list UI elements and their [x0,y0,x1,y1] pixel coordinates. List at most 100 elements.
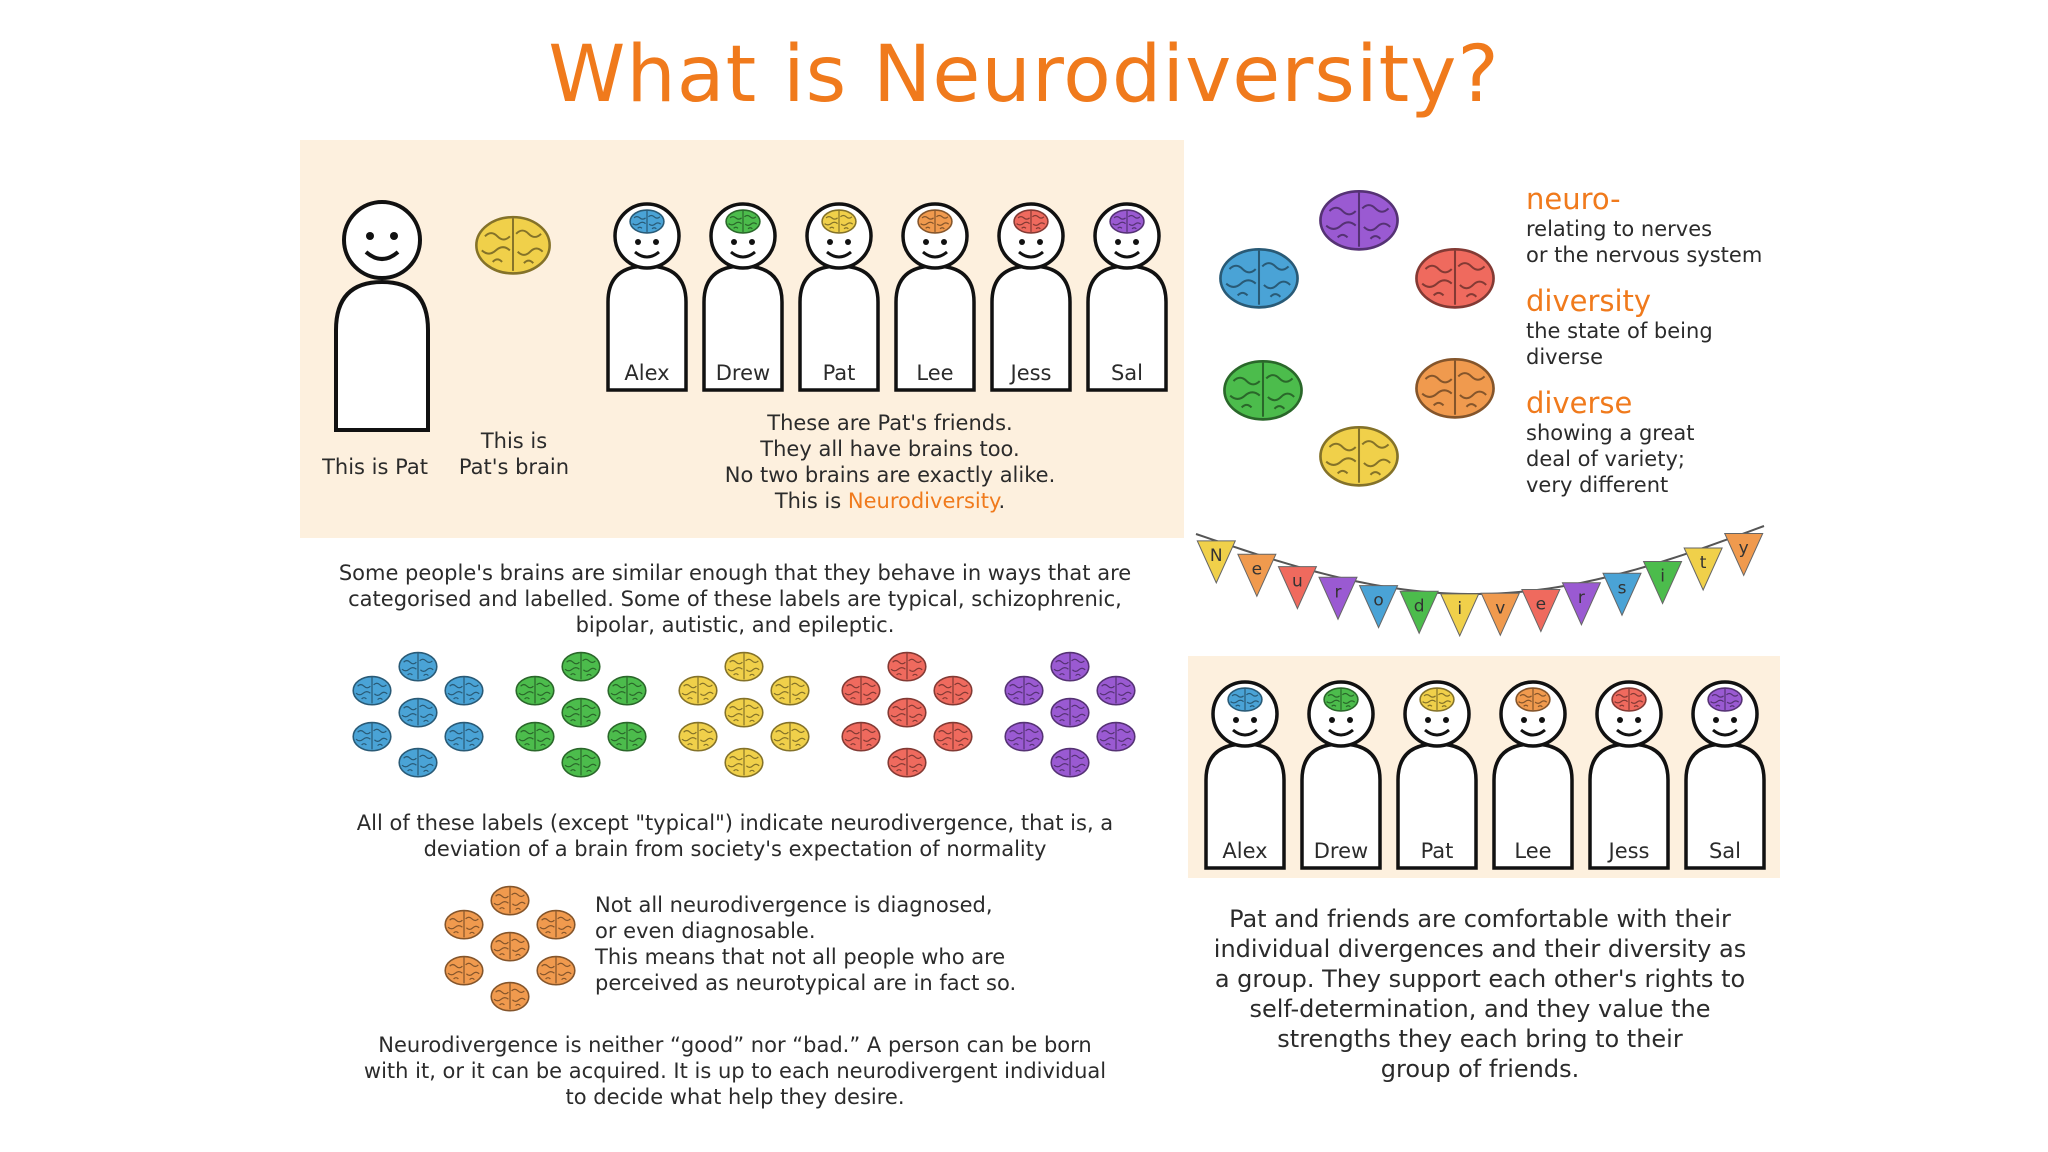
brain-icon [1004,721,1044,752]
friend-name-drew: Drew [716,361,770,385]
brain-icon [561,697,601,728]
bunting-flag: t [1683,547,1723,592]
bunting-flag: i [1439,593,1480,638]
brain-icon [607,675,647,706]
brain-icon [444,721,484,752]
divergence-paragraph: All of these labels (except "typical") i… [356,811,1114,861]
friend-figure-sal: Sal [1086,202,1168,392]
brain-icon [1096,675,1136,706]
friend-figure-alex: Alex [606,202,688,392]
friend-figure-jess: Jess [990,202,1072,392]
friend-name-sal: Sal [1111,361,1143,385]
brain-icon [607,721,647,752]
brain-icon [352,675,392,706]
bunting-flag: s [1602,572,1642,617]
pat-brain-icon [475,215,551,275]
bunting-letter: r [1335,582,1342,602]
brain-icon [536,909,576,940]
bunting-letter: i [1660,566,1665,586]
brain-yellow-icon [1319,425,1399,487]
bunting-flag: N [1196,540,1237,585]
brain-blue-icon [1219,247,1299,309]
bunting-flag: r [1561,582,1602,626]
brain-icon [490,931,530,962]
brain-icon [724,697,764,728]
bunting-letter: o [1373,591,1383,611]
brain-icon [490,885,530,916]
brain-icon [678,721,718,752]
brain-clusters [352,650,1142,790]
pat-figure [334,200,430,432]
brain-icon [352,721,392,752]
brain-icon [398,747,438,778]
bunting-flag: e [1521,589,1561,633]
brain-icon [841,675,881,706]
friend-name-pat: Pat [823,361,856,385]
friend-figure-drew: Drew [702,202,784,392]
brain-icon [398,697,438,728]
brain-icon [444,955,484,986]
brain-icon [444,675,484,706]
brain-icon [561,747,601,778]
group-paragraph: Pat and friends are comfortable with the… [1213,905,1747,1083]
friend-name-jess: Jess [1009,361,1052,385]
brain-purple-icon [1319,189,1399,251]
neurodiversity-highlight: Neurodiversity [847,489,999,513]
friend-name-sal: Sal [1709,839,1741,863]
brain-icon [1096,721,1136,752]
bunting-flag: u [1277,566,1318,610]
friend-figure-lee: Lee [894,202,976,392]
brain-icon [678,675,718,706]
brain-icon [536,955,576,986]
definition-diversity: diversity the state of being diverse [1526,284,1713,369]
bunting-letter: i [1457,599,1462,619]
bunting-flag: o [1358,585,1399,629]
brain-icon [561,651,601,682]
friend-figure-pat: Pat [798,202,880,392]
bunting-letter: e [1252,559,1262,579]
brain-icon [770,675,810,706]
bunting-flag: v [1480,592,1521,637]
bunting-letter: e [1536,595,1546,615]
bunting-letter: v [1495,598,1505,618]
brain-icon [724,651,764,682]
brain-icon [515,721,555,752]
page-title: What is Neurodiversity? [548,30,1500,120]
friends-panel-bottom [1188,656,1780,878]
brain-icon [1050,651,1090,682]
bunting-flag: e [1237,553,1277,598]
bunting-letter: u [1292,572,1303,592]
brain-icon [515,675,555,706]
friends-text: These are Pat's friends. They all have b… [724,411,1056,513]
brain-icon [887,747,927,778]
friend-name-alex: Alex [1222,839,1267,863]
brain-red-icon [1415,247,1495,309]
bunting-letter: s [1618,578,1627,598]
friend-name-pat: Pat [1421,839,1454,863]
bunting-flag: r [1318,576,1358,621]
brain-icon [398,651,438,682]
brain-icon [887,697,927,728]
friend-figure-drew: Drew [1300,680,1382,870]
brain-icon [724,747,764,778]
bunting-letter: d [1414,596,1425,616]
brain-icon [933,721,973,752]
bunting-letter: r [1578,588,1585,608]
brain-caption: This is Pat's brain [458,429,570,479]
pat-caption: This is Pat [322,455,428,479]
brain-icon [1050,697,1090,728]
friend-figure-lee: Lee [1492,680,1574,870]
friend-figure-sal: Sal [1684,680,1766,870]
bunting-flag: d [1399,590,1439,635]
labels-paragraph: Some people's brains are similar enough … [338,561,1132,637]
brain-icon [1050,747,1090,778]
brain-icon [770,721,810,752]
brain-icon [490,981,530,1012]
brain-icon [444,909,484,940]
definition-diverse: diverse showing a great deal of variety;… [1526,386,1695,497]
bunting-rope [1195,525,1765,596]
bunting-letter: N [1210,546,1223,566]
